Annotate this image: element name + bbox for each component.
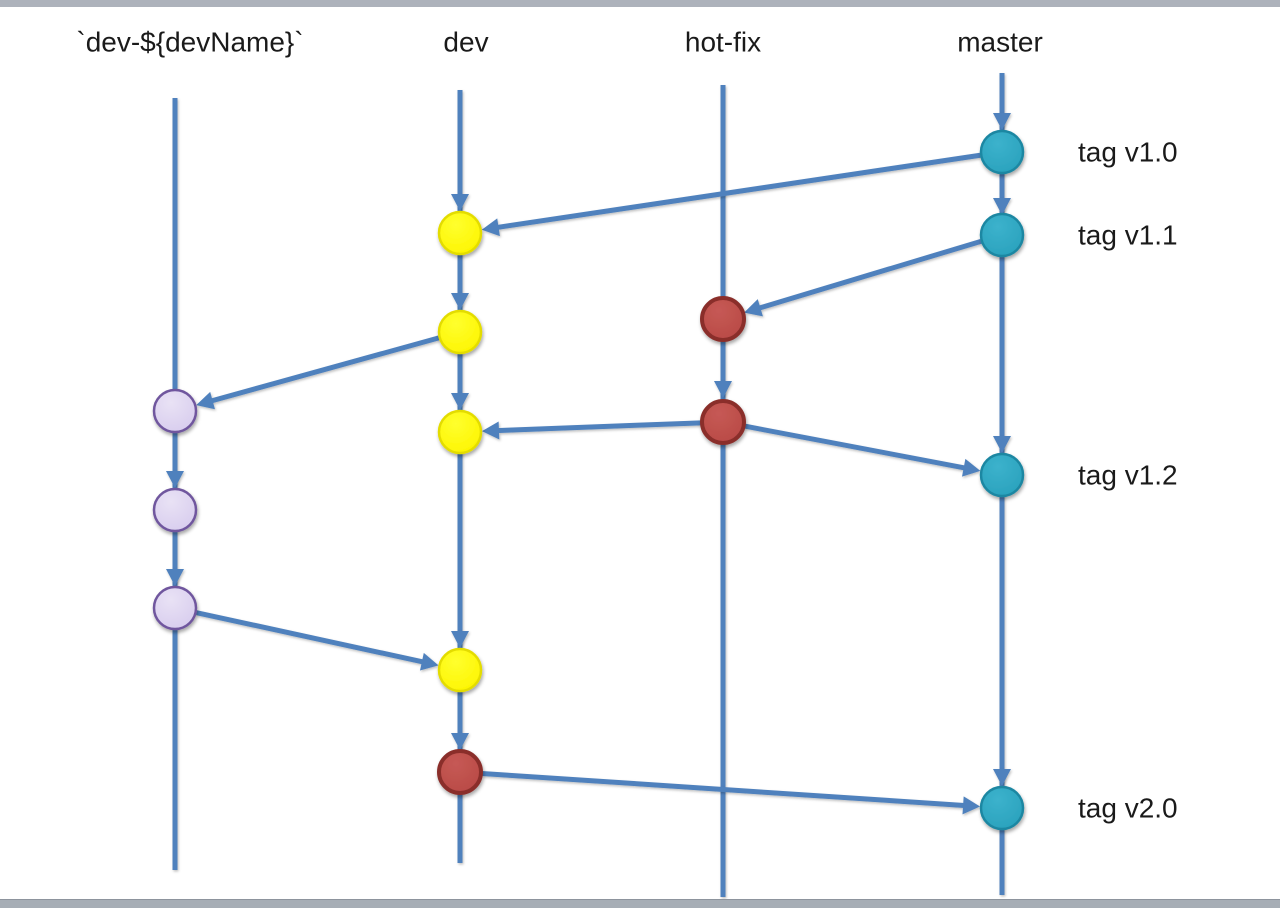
- flow-arrowhead: [714, 381, 732, 398]
- tag-label-0: tag v1.0: [1078, 137, 1178, 168]
- branch-label-dev: dev: [443, 27, 488, 58]
- flow-arrowhead: [993, 769, 1011, 786]
- commit-node-h2: [700, 399, 746, 445]
- merge-arrow-m2-h1: [756, 238, 982, 312]
- merge-arrowhead-h2-d3: [481, 421, 500, 440]
- tag-label-2: tag v1.2: [1078, 460, 1178, 491]
- merge-arrow-d2-p1: [209, 335, 440, 404]
- merge-arrowhead-m2-h1: [744, 299, 763, 317]
- tag-label-3: tag v2.0: [1078, 793, 1178, 824]
- commit-node-m3: [979, 452, 1025, 498]
- commit-node-m1: [979, 129, 1025, 175]
- merge-arrowhead-m1-d1: [481, 218, 500, 237]
- flow-arrowhead: [993, 113, 1011, 130]
- merge-arrow-h2-d3: [495, 420, 702, 434]
- merge-arrowhead-d5-m4: [962, 796, 981, 815]
- flow-arrowhead: [451, 293, 469, 310]
- tag-label-1: tag v1.1: [1078, 220, 1178, 251]
- merge-arrow-p3-d4: [195, 610, 426, 665]
- flow-arrowhead: [451, 194, 469, 211]
- window-top-edge: [0, 0, 1280, 7]
- merge-arrow-d5-m4: [481, 770, 967, 809]
- branch-label-dev-devname: `dev-${devName}`: [76, 27, 303, 58]
- flow-arrowhead: [166, 569, 184, 586]
- commit-node-m2: [979, 212, 1025, 258]
- branch-label-master: master: [957, 27, 1043, 58]
- commit-node-d3: [437, 409, 483, 455]
- commit-node-p1: [152, 388, 198, 434]
- flow-arrowhead: [993, 198, 1011, 215]
- flow-arrowhead: [451, 631, 469, 648]
- commit-node-d5: [437, 749, 483, 795]
- merge-arrowhead-h2-m3: [962, 458, 981, 477]
- window-bottom-edge: [0, 899, 1280, 908]
- commit-node-d1: [437, 210, 483, 256]
- commit-node-d2: [437, 309, 483, 355]
- flow-arrowhead: [451, 393, 469, 410]
- branch-label-hotfix: hot-fix: [685, 27, 761, 58]
- commit-node-h1: [700, 296, 746, 342]
- commit-node-p2: [152, 487, 198, 533]
- merge-arrow-h2-m3: [744, 423, 968, 471]
- commit-node-m4: [979, 785, 1025, 831]
- commit-node-p3: [152, 585, 198, 631]
- merge-arrow-m1-d1: [495, 152, 981, 231]
- flow-arrowhead: [993, 436, 1011, 453]
- flow-arrowhead: [166, 471, 184, 488]
- flow-arrowhead: [451, 733, 469, 750]
- merge-arrowhead-p3-d4: [419, 652, 439, 671]
- merge-arrowhead-d2-p1: [196, 391, 215, 410]
- commit-node-d4: [437, 647, 483, 693]
